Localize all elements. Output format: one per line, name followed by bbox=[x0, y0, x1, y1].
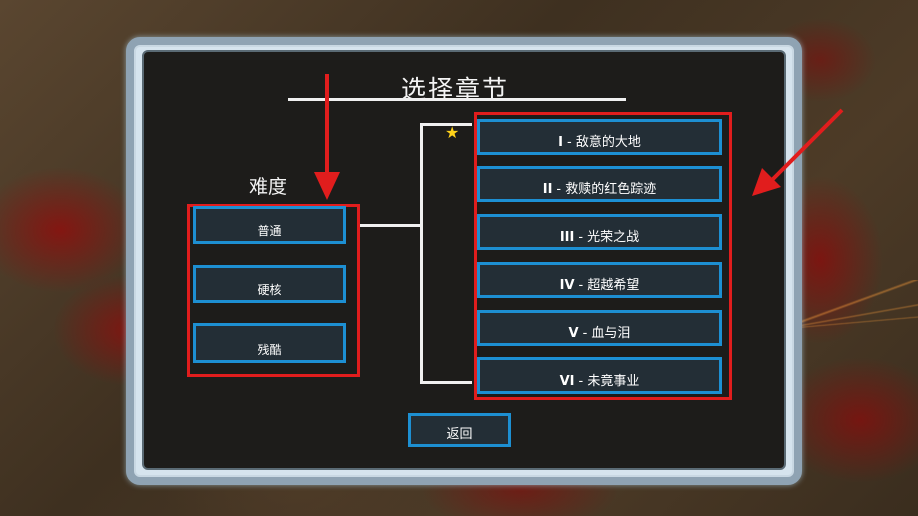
difficulty-highlight-box bbox=[187, 204, 360, 377]
difficulty-brutal-label: 残酷 bbox=[257, 343, 282, 357]
difficulty-normal-label: 普通 bbox=[257, 224, 282, 238]
back-button-label: 返回 bbox=[446, 427, 473, 442]
chapter-6-numeral: VI bbox=[559, 374, 575, 389]
chapter-highlight-box bbox=[474, 112, 732, 400]
difficulty-normal-button[interactable]: 普通 bbox=[193, 206, 346, 244]
chapter-3-numeral: III bbox=[559, 230, 575, 245]
arrow-down-icon bbox=[314, 74, 340, 200]
difficulty-hardcore-label: 硬核 bbox=[257, 283, 282, 297]
difficulty-hardcore-button[interactable]: 硬核 bbox=[193, 265, 346, 303]
chapter-5-button[interactable]: V - 血与泪 bbox=[477, 310, 722, 346]
arrow-pointer-icon bbox=[752, 108, 844, 196]
back-button[interactable]: 返回 bbox=[408, 413, 511, 447]
difficulty-label: 难度 bbox=[248, 176, 287, 198]
connector-vertical bbox=[420, 123, 423, 383]
chapter-4-button[interactable]: IV - 超越希望 bbox=[477, 262, 722, 298]
difficulty-brutal-button[interactable]: 残酷 bbox=[193, 323, 346, 363]
connector-top bbox=[420, 123, 472, 126]
chapter-3-button[interactable]: III - 光荣之战 bbox=[477, 214, 722, 250]
chapter-1-button[interactable]: I - 敌意的大地 bbox=[477, 119, 722, 155]
chapter-6-button[interactable]: VI - 未竟事业 bbox=[477, 357, 722, 394]
chapter-5-title: - 血与泪 bbox=[582, 326, 631, 341]
chapter-6-title: - 未竟事业 bbox=[578, 374, 640, 389]
chapter-4-numeral: IV bbox=[559, 278, 575, 293]
chapter-1-title: - 敌意的大地 bbox=[567, 135, 641, 150]
chapter-1-numeral: I bbox=[558, 135, 563, 150]
connector-bottom bbox=[420, 381, 472, 384]
chapter-4-title: - 超越希望 bbox=[578, 278, 640, 293]
chapter-2-title: - 救赎的红色踪迹 bbox=[556, 182, 657, 197]
chapter-2-button[interactable]: II - 救赎的红色踪迹 bbox=[477, 166, 722, 202]
chapter-2-numeral: II bbox=[542, 182, 553, 197]
star-icon: ★ bbox=[445, 123, 460, 142]
chapter-3-title: - 光荣之战 bbox=[578, 230, 640, 245]
connector-horizontal bbox=[360, 224, 422, 227]
title-underline bbox=[288, 98, 626, 101]
chapter-5-numeral: V bbox=[568, 326, 579, 341]
